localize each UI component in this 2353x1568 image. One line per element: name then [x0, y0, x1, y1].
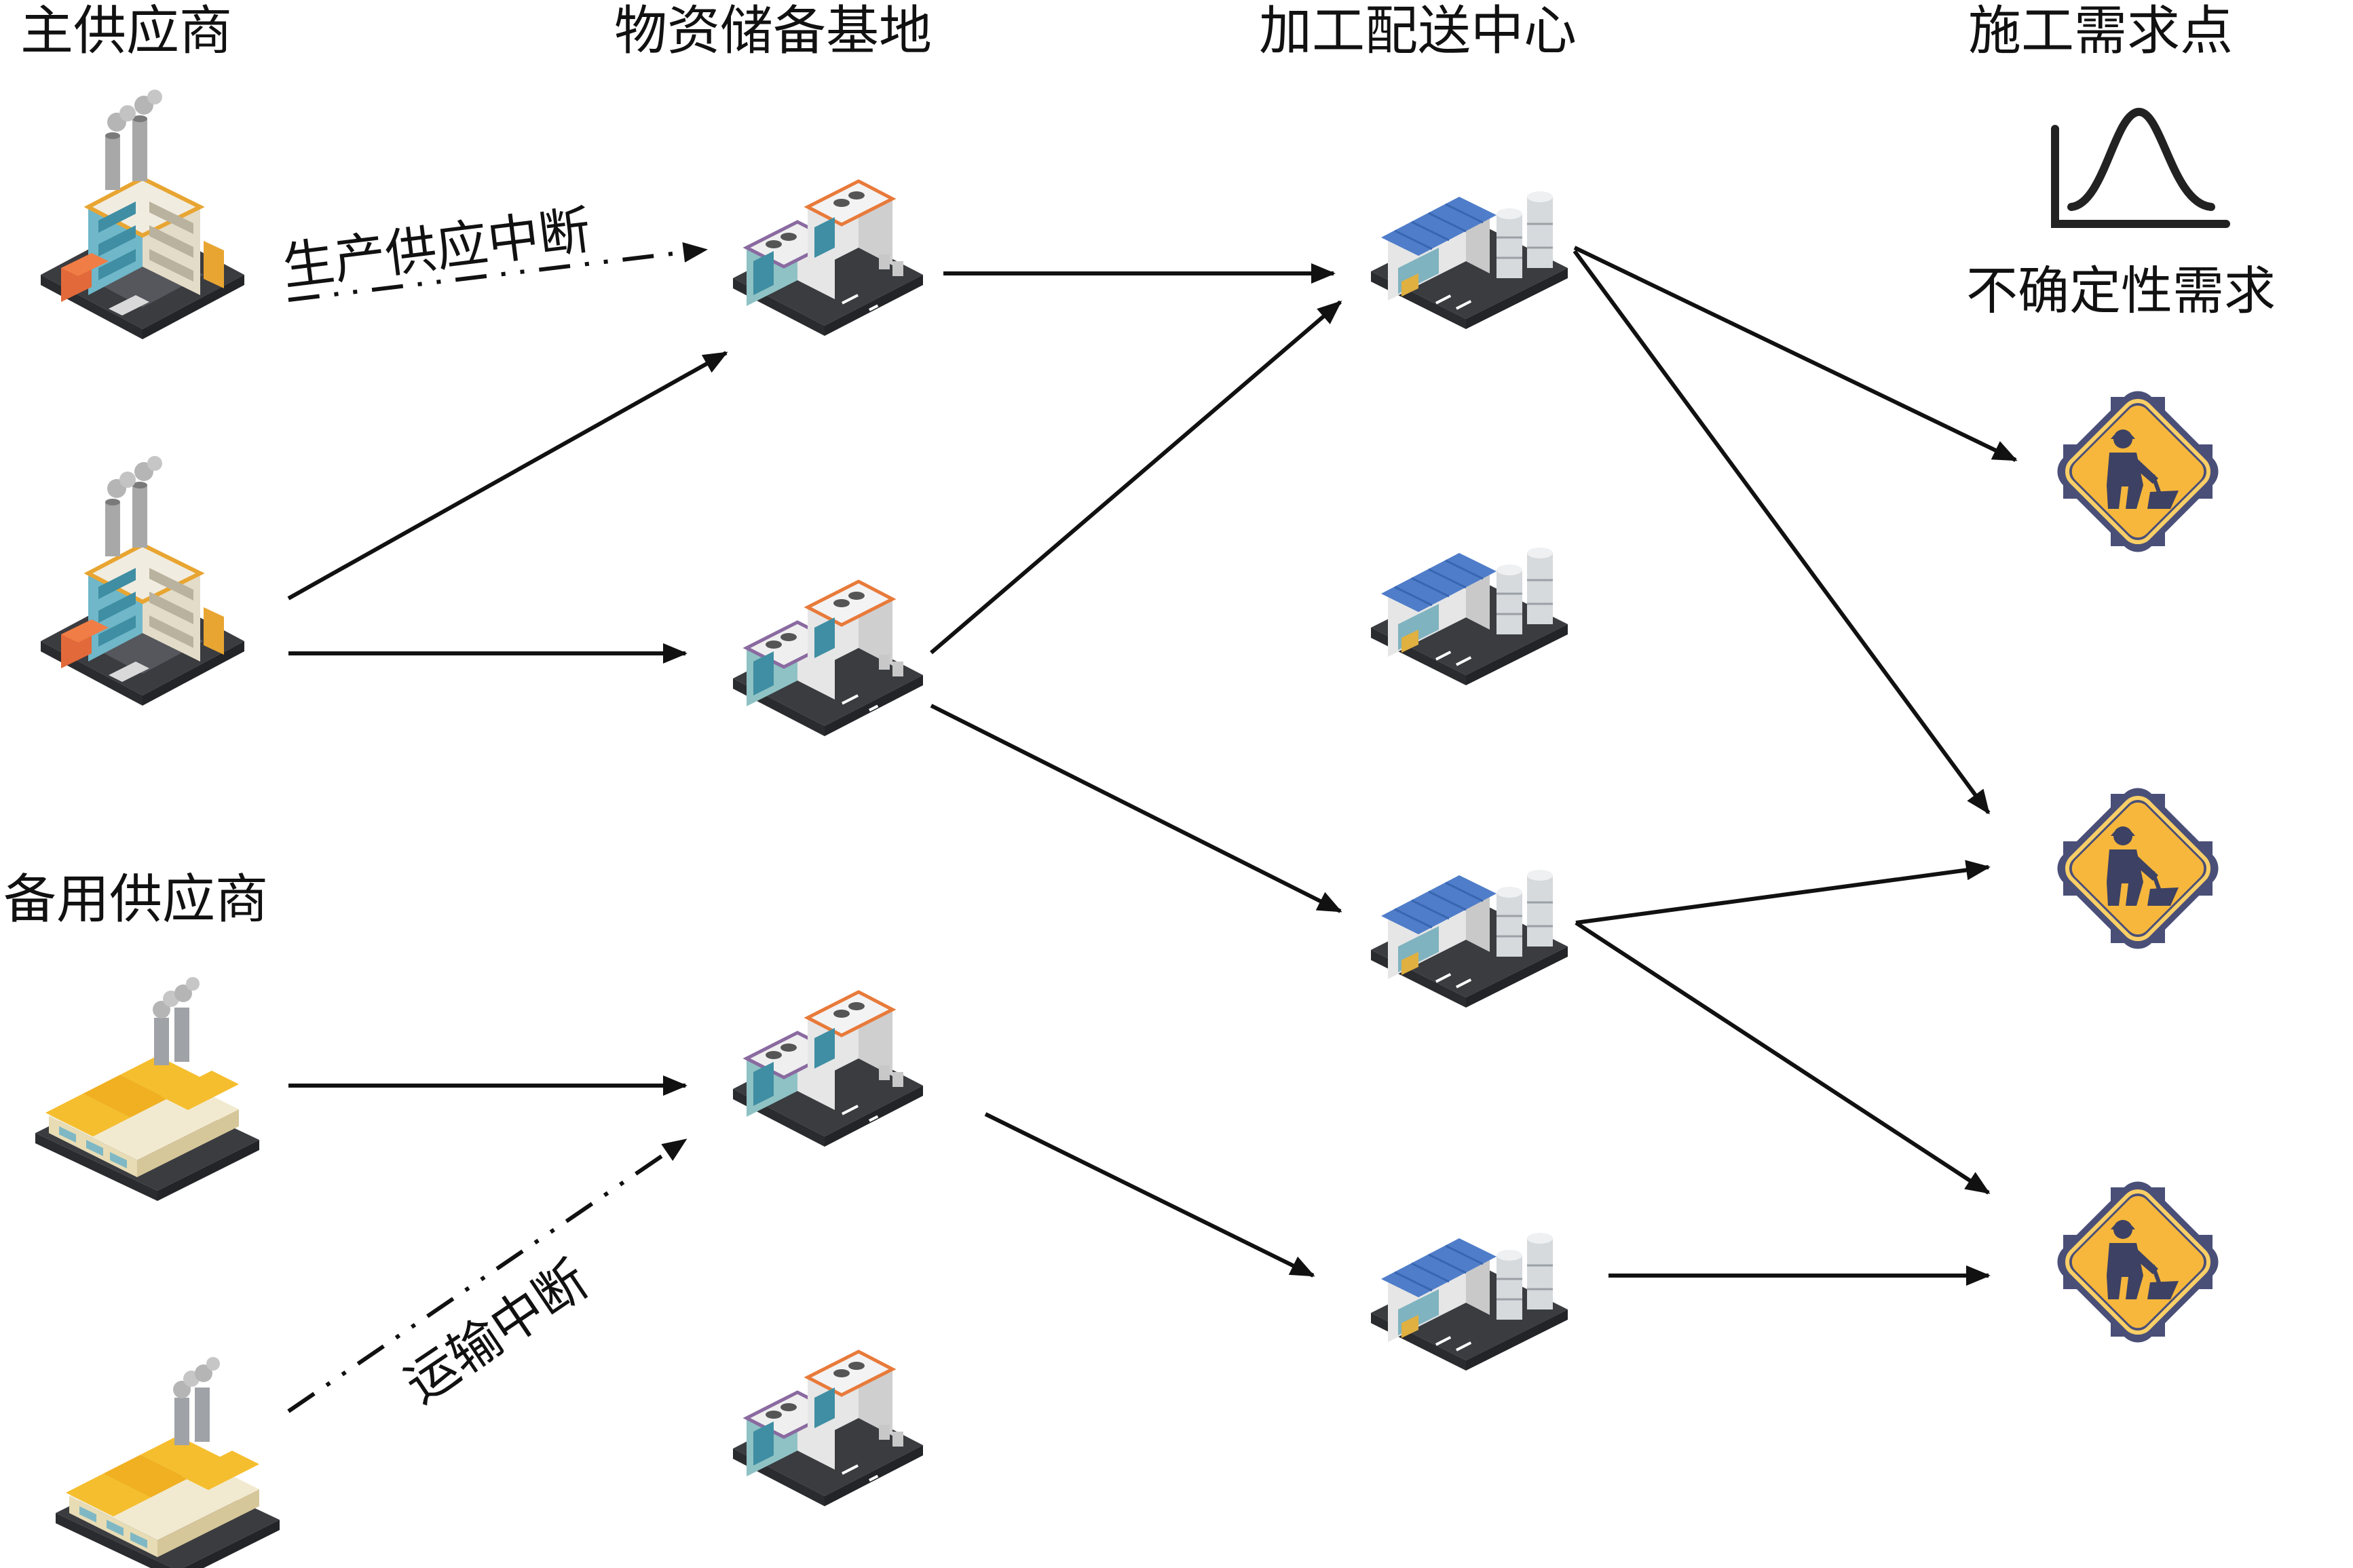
- distribution-center-icon: [1370, 546, 1569, 687]
- bell-curve-icon: [2051, 108, 2230, 228]
- column-title-processing-center: 加工配送中心: [1259, 1, 1577, 62]
- flow-arrows: [287, 246, 2018, 1286]
- arrow-base2-center1: [930, 300, 1342, 655]
- column-title-reserve-base: 物资储备基地: [614, 1, 932, 62]
- distribution-center-icon: [1370, 190, 1569, 330]
- uncertain-demand-label: 不确定性需求: [1966, 261, 2276, 321]
- construction-worker-sign-icon: [2050, 383, 2226, 560]
- distribution-center-icon: [1370, 868, 1569, 1009]
- warehouse-base-icon: [733, 181, 923, 336]
- distribution-center-icon: [1370, 1231, 1569, 1372]
- factory-building-icon: [41, 456, 244, 706]
- disrupted-arrows: [287, 242, 708, 1413]
- arrow-center1-demand1: [1573, 246, 2018, 462]
- warehouse-base-icon: [733, 1352, 923, 1506]
- arrow-center1-demand2: [1573, 250, 1991, 815]
- backup-supplier-label: 备用供应商: [3, 869, 268, 930]
- construction-worker-sign-icon: [2050, 1174, 2226, 1350]
- arrow-center3-demand3: [1575, 921, 1991, 1195]
- arrow-supplier2-base1: [287, 351, 728, 600]
- warehouse-base-icon: [733, 581, 923, 736]
- factory-building-icon: [41, 90, 244, 339]
- column-title-main-supplier: 主供应商: [20, 1, 232, 62]
- column-title-demand-point: 施工需求点: [1968, 1, 2233, 62]
- production-disruption-label: 生产供应中断: [279, 199, 593, 297]
- arrow-base2-center3: [930, 704, 1342, 913]
- warehouse-base-icon: [733, 992, 923, 1147]
- arrow-base3-center4: [984, 1112, 1315, 1278]
- industrial-plant-icon: [35, 977, 259, 1201]
- arrow-production-disruption: [288, 242, 708, 302]
- industrial-plant-icon: [56, 1357, 280, 1568]
- arrow-center3-demand2: [1575, 860, 1991, 925]
- transport-disruption-label: 运输中断: [394, 1249, 599, 1415]
- construction-worker-sign-icon: [2050, 780, 2226, 957]
